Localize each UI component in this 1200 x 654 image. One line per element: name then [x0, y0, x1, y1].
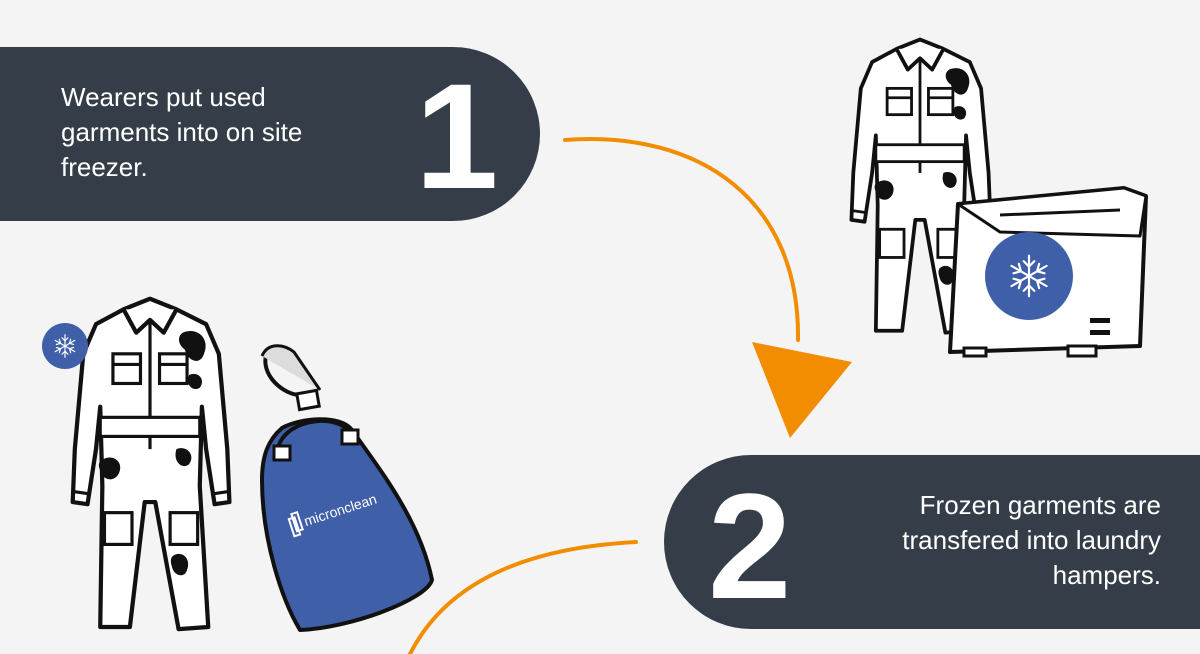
step-2-text: Frozen garments are transfered into laun…	[902, 490, 1161, 590]
laundry-bag-icon: micronclean	[260, 344, 434, 632]
flow-arrow-1-to-2	[563, 137, 801, 342]
step-1-number: 1	[415, 52, 499, 220]
frozen-badge-snowflake-icon	[42, 323, 88, 369]
arrow-head-icon	[752, 342, 852, 438]
frozen-coverall-icon	[73, 299, 230, 629]
freezer-icon	[948, 186, 1148, 358]
step-2-number: 2	[708, 462, 792, 630]
flow-arrow-2-to-3	[408, 540, 638, 654]
step-1-text: Wearers put used garments into on site f…	[61, 82, 303, 182]
step-1-panel: Wearers put used garments into on site f…	[0, 47, 540, 221]
step-2-panel: 2 Frozen garments are transfered into la…	[664, 455, 1200, 630]
